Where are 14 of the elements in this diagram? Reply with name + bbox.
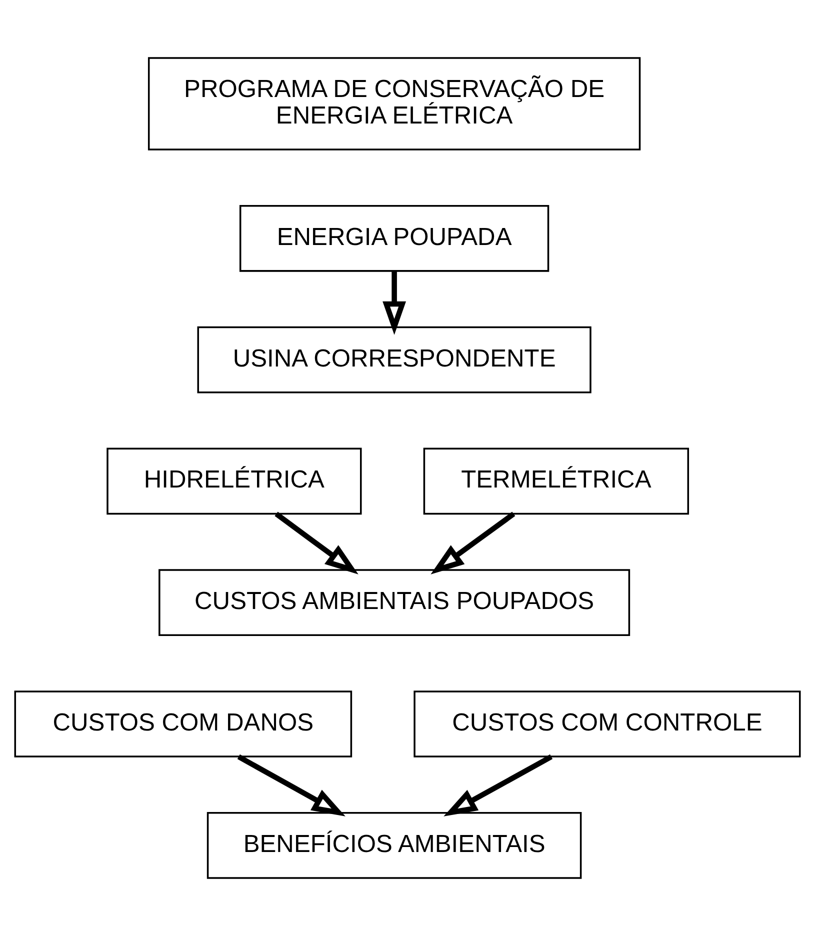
arrow — [237, 754, 346, 816]
node-box: PROGRAMA DE CONSERVAÇÃO DE ENERGIA ELÉTRICA — [148, 56, 641, 150]
node-box: CUSTOS COM CONTROLE — [414, 690, 801, 757]
node-box: CUSTOS AMBIENTAIS POUPADOS — [158, 568, 630, 636]
node-box: HIDRELÉTRICA — [106, 447, 362, 514]
node-box: TERMELÉTRICA — [423, 447, 690, 514]
arrow — [430, 511, 516, 574]
node-box: BENEFÍCIOS AMBIENTAIS — [206, 811, 582, 878]
node-box: USINA CORRESPONDENTE — [197, 326, 592, 393]
node-box: ENERGIA POUPADA — [239, 204, 550, 272]
arrow — [444, 754, 553, 816]
arrow — [274, 511, 358, 574]
node-box: CUSTOS COM DANOS — [14, 690, 352, 757]
arrow — [382, 270, 406, 334]
